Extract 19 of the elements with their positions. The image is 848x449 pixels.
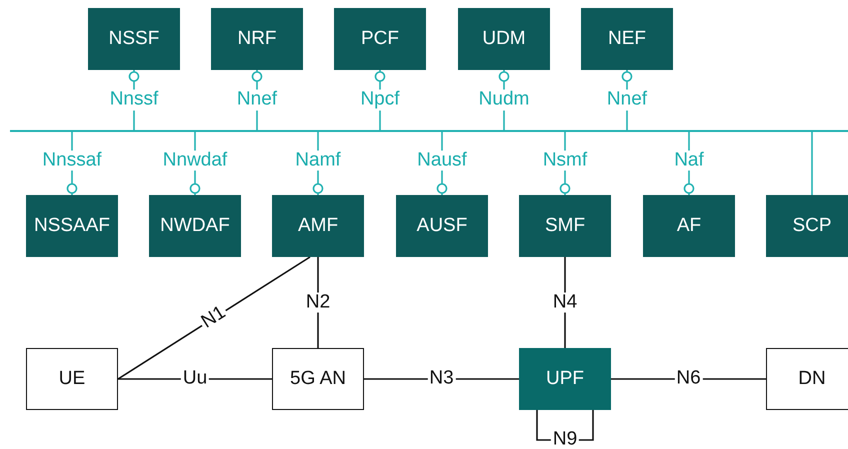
function-box: AF: [643, 195, 735, 257]
function-box: NSSF: [88, 8, 180, 70]
connector-line: [118, 256, 310, 380]
function-box: AMF: [272, 195, 364, 257]
function-box: SMF: [519, 195, 611, 257]
process-box: UE: [26, 348, 118, 410]
function-box: NRF: [211, 8, 303, 70]
function-box: PCF: [334, 8, 426, 70]
service-bus-line: [10, 130, 848, 132]
process-box: DN: [766, 348, 848, 410]
process-box: 5G AN: [272, 348, 364, 410]
connector-line: [811, 132, 813, 195]
function-box: AUSF: [396, 195, 488, 257]
function-box: SCP: [766, 195, 848, 257]
function-box: NSSAAF: [26, 195, 118, 257]
function-box: NEF: [581, 8, 673, 70]
function-box: NWDAF: [149, 195, 241, 257]
function-box: UPF: [519, 348, 611, 410]
function-box: UDM: [458, 8, 550, 70]
